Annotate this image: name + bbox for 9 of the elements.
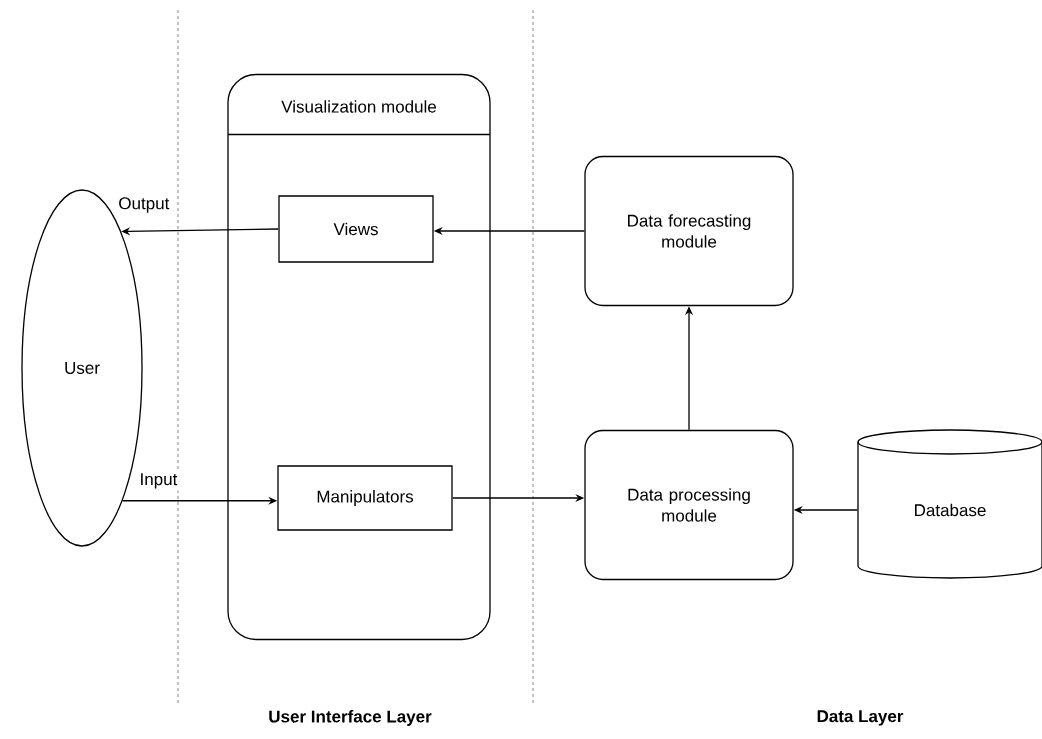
node-label: Database	[915, 503, 986, 517]
layer-label: Data Layer	[817, 710, 904, 726]
process-box: Manipulators	[277, 465, 453, 531]
module-box: Data processing module	[584, 429, 794, 581]
database-cylinder: Database	[857, 429, 1042, 579]
layer-label: User Interface Layer	[269, 710, 432, 726]
edge-label: Input	[137, 471, 180, 491]
process-box: Views	[278, 195, 434, 263]
module-box: Data forecasting module	[584, 155, 794, 307]
